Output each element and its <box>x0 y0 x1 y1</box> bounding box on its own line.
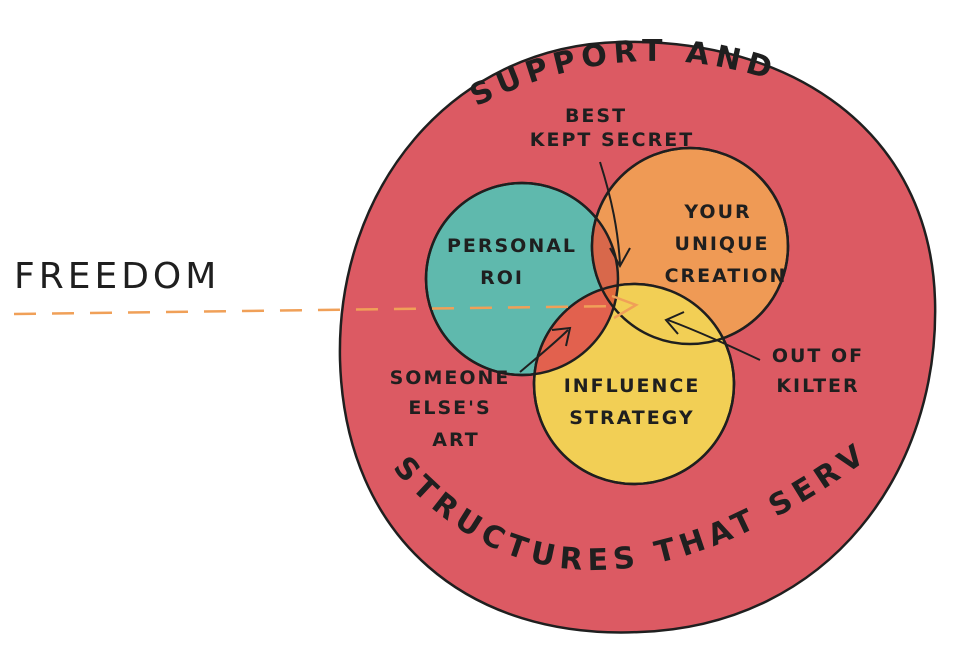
out-of-kilter-line1: OUT OF <box>772 345 864 367</box>
best-kept-secret-line1: BEST <box>565 105 627 127</box>
unique-creation-label-line3: CREATION <box>665 265 788 287</box>
someone-elses-art-arrow <box>519 329 569 373</box>
freedom-dashed-line <box>13 304 623 316</box>
influence-strategy-label-line1: INFLUENCE <box>564 375 701 397</box>
personal-roi-label-line1: PERSONAL <box>447 235 577 257</box>
overlap-teal-yellow <box>534 284 618 375</box>
freedom-arrowhead <box>611 294 639 320</box>
best-kept-secret-line2: KEPT SECRET <box>530 129 694 151</box>
overlap-orange-yellow <box>592 284 734 344</box>
personal-roi-label-line2: ROI <box>480 267 524 289</box>
freedom-label: FREEDOM <box>14 256 220 297</box>
personal-roi-outline <box>424 181 620 377</box>
influence-strategy-label-line2: STRATEGY <box>569 407 694 429</box>
out-of-kilter-arrow <box>667 319 761 361</box>
someone-elses-art-line1: SOMEONE <box>390 367 511 389</box>
unique-creation-label-line1: YOUR <box>683 201 751 223</box>
someone-elses-art-line3: ART <box>432 429 479 451</box>
unique-creation-label-line2: UNIQUE <box>675 233 770 255</box>
someone-elses-art-line2: ELSE'S <box>408 397 491 419</box>
out-of-kilter-arrowhead <box>664 311 685 335</box>
best-kept-secret-arrowhead <box>609 247 631 269</box>
influence-strategy-outline <box>532 282 736 486</box>
out-of-kilter-line2: KILTER <box>776 375 859 397</box>
unique-creation-outline <box>590 146 790 346</box>
best-kept-secret-arrow <box>599 161 621 265</box>
someone-elses-art-arrowhead <box>551 326 572 347</box>
